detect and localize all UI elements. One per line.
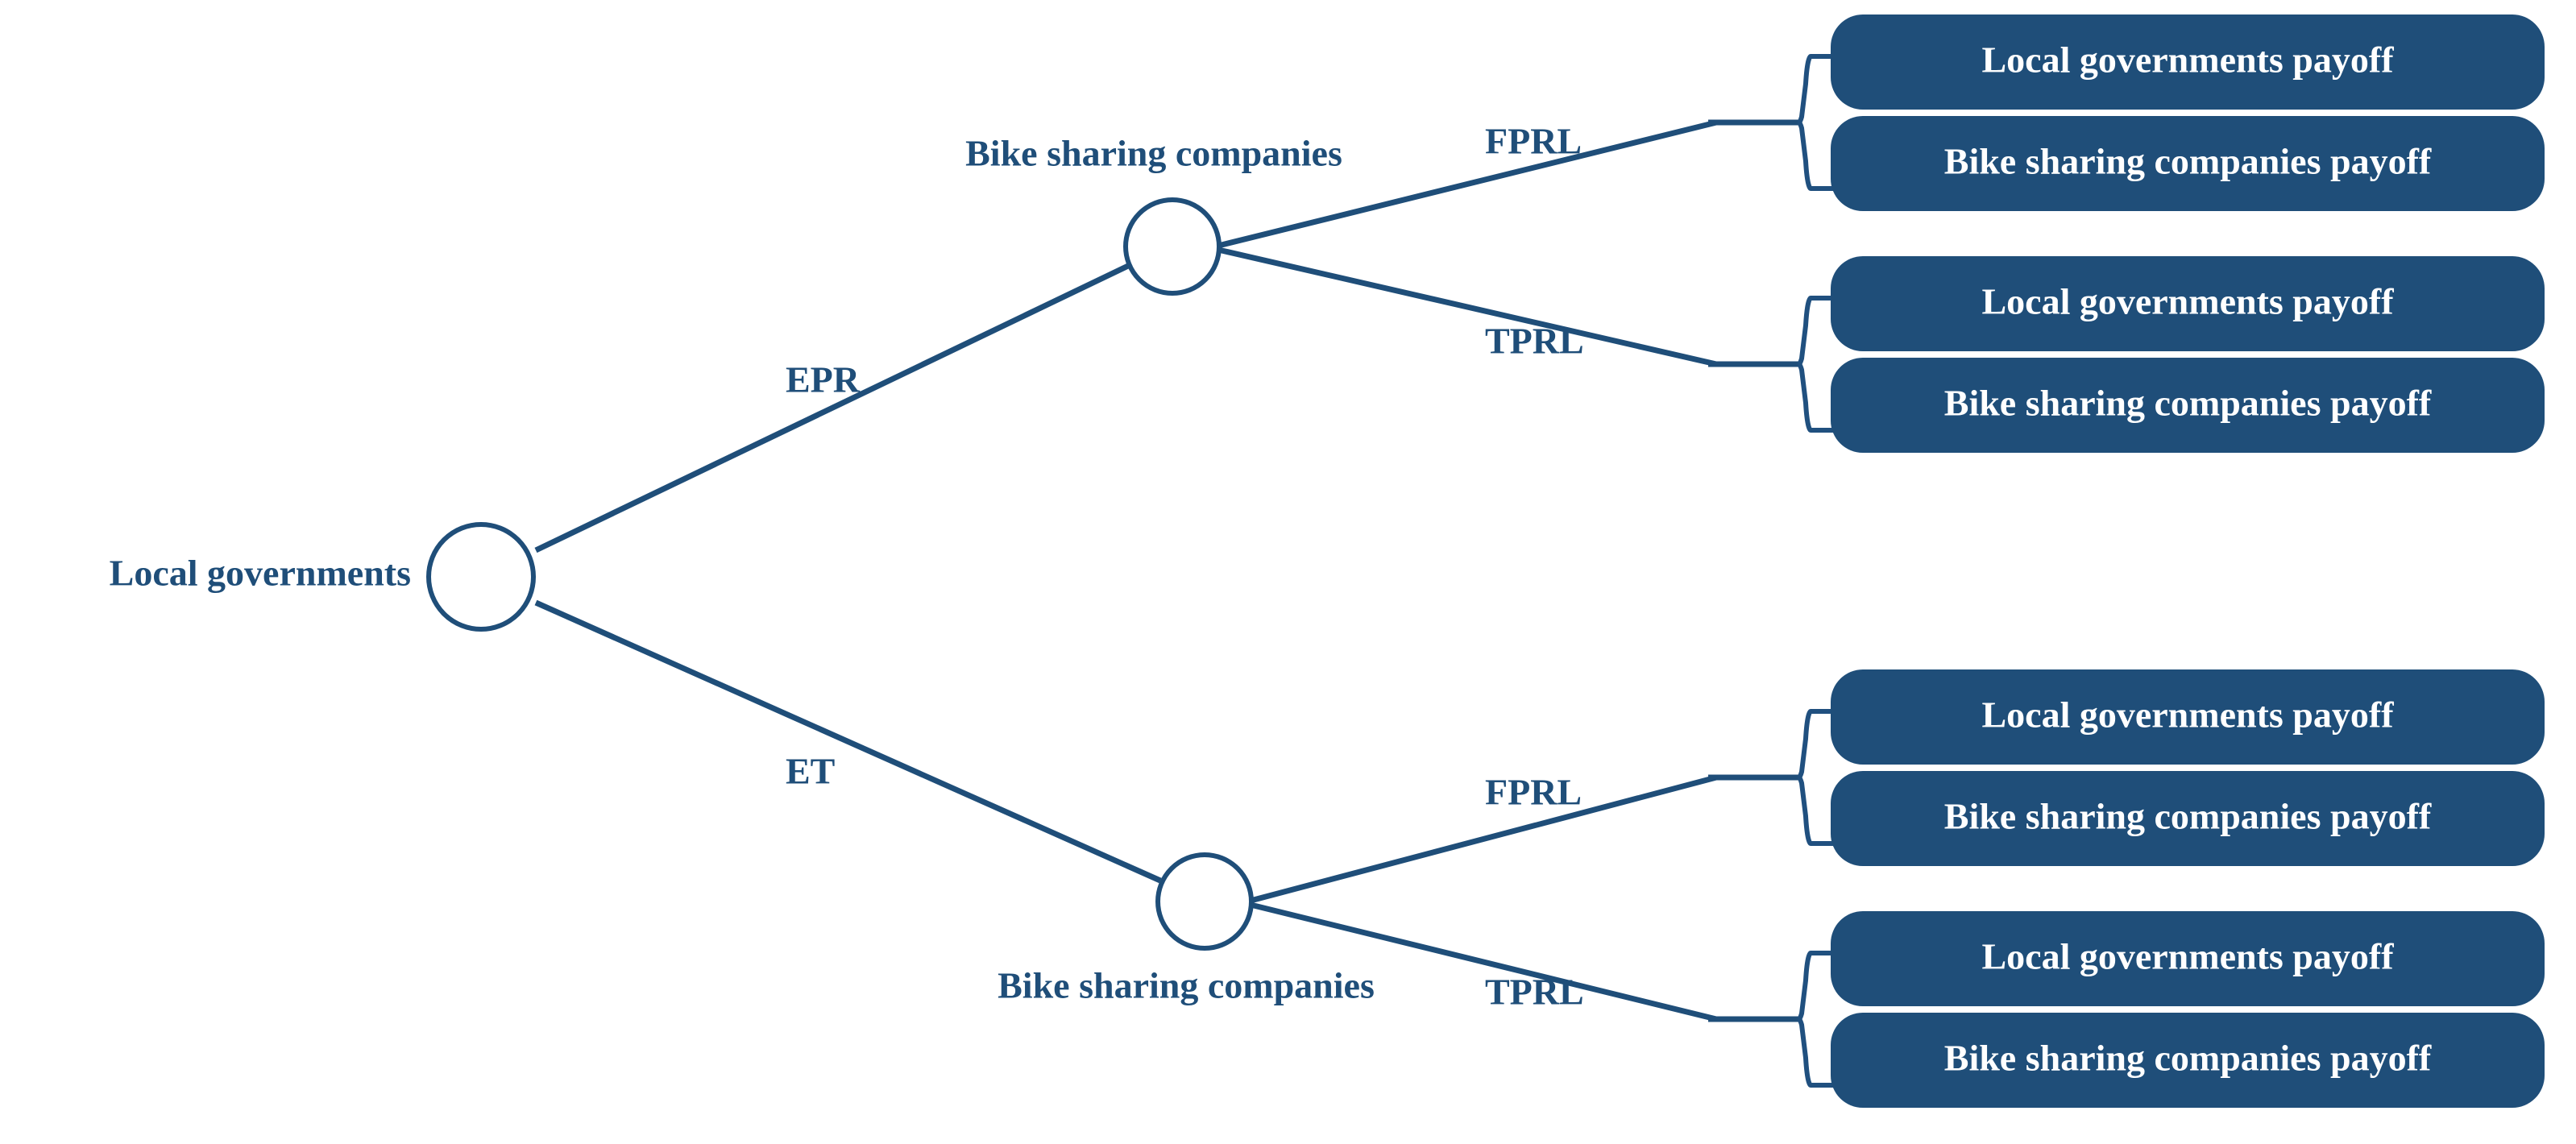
edge-root-to-lower xyxy=(534,599,1162,884)
edge-root-to-upper xyxy=(534,263,1130,553)
payoff-box-bike-3-label: Bike sharing companies payoff xyxy=(1944,796,2432,837)
decision-node-lower[interactable] xyxy=(1155,852,1254,951)
outcome-group-2: Local governments payoff Bike sharing co… xyxy=(1831,256,2545,453)
brace-outcome-3 xyxy=(1797,709,1845,846)
payoff-box-bike-4[interactable] xyxy=(1831,1013,2545,1108)
edge-label-fprl-upper: FPRL xyxy=(1485,121,1582,162)
edge-label-tprl-upper: TPRL xyxy=(1485,321,1584,362)
payoff-box-gov-1[interactable] xyxy=(1831,15,2545,110)
payoff-box-bike-1-label: Bike sharing companies payoff xyxy=(1944,141,2432,182)
outcome-group-4: Local governments payoff Bike sharing co… xyxy=(1831,911,2545,1108)
player-label-upper: Bike sharing companies xyxy=(965,133,1342,174)
edge-upper-to-outcome-2 xyxy=(1217,247,1717,367)
payoff-box-gov-2[interactable] xyxy=(1831,256,2545,351)
edge-lower-to-outcome-4 xyxy=(1250,902,1717,1022)
payoff-box-bike-1[interactable] xyxy=(1831,116,2545,211)
payoff-box-gov-2-label: Local governments payoff xyxy=(1981,281,2394,322)
payoff-box-bike-4-label: Bike sharing companies payoff xyxy=(1944,1038,2432,1079)
edge-label-epr: EPR xyxy=(786,359,861,400)
payoff-box-gov-3[interactable] xyxy=(1831,669,2545,765)
decision-node-root[interactable] xyxy=(426,522,536,632)
payoff-box-bike-2[interactable] xyxy=(1831,358,2545,453)
payoff-box-gov-1-label: Local governments payoff xyxy=(1981,39,2394,81)
edge-label-tprl-lower: TPRL xyxy=(1485,972,1584,1013)
payoff-box-bike-3[interactable] xyxy=(1831,771,2545,866)
payoff-box-bike-2-label: Bike sharing companies payoff xyxy=(1944,383,2432,424)
decision-node-upper[interactable] xyxy=(1123,197,1222,296)
payoff-box-gov-4[interactable] xyxy=(1831,911,2545,1006)
payoff-box-gov-3-label: Local governments payoff xyxy=(1981,694,2394,736)
edge-label-et: ET xyxy=(786,751,835,792)
player-label-root: Local governments xyxy=(110,553,411,594)
edge-label-fprl-lower: FPRL xyxy=(1485,772,1582,813)
payoff-box-gov-4-label: Local governments payoff xyxy=(1981,936,2394,977)
brace-outcome-2 xyxy=(1797,296,1845,433)
brace-outcome-4 xyxy=(1797,951,1845,1088)
player-label-lower: Bike sharing companies xyxy=(998,965,1375,1006)
outcome-group-1: Local governments payoff Bike sharing co… xyxy=(1831,15,2545,211)
outcome-group-3: Local governments payoff Bike sharing co… xyxy=(1831,669,2545,866)
edge-upper-to-outcome-1 xyxy=(1217,119,1717,249)
brace-outcome-1 xyxy=(1797,54,1845,191)
edge-lower-to-outcome-3 xyxy=(1250,774,1717,904)
